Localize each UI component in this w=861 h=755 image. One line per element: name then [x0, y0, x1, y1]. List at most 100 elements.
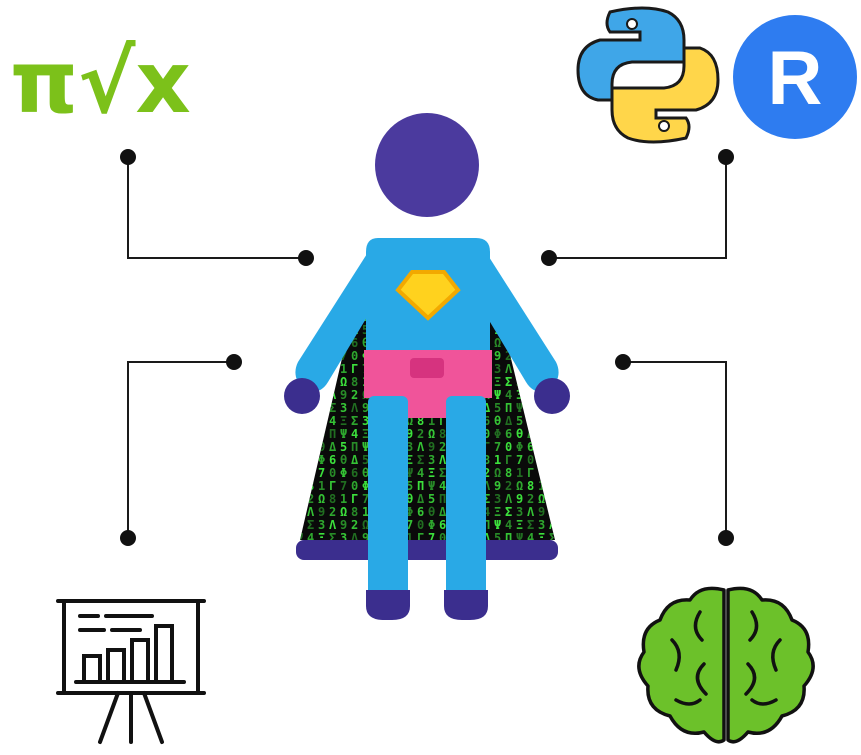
cape-glyph: 2: [417, 427, 424, 441]
cape-glyph: 8: [417, 414, 424, 428]
cape-glyph: 9: [494, 479, 501, 493]
cape-glyph: 3: [318, 518, 325, 532]
cape-glyph: Λ: [307, 505, 315, 519]
cape-glyph: Ω: [494, 466, 501, 480]
cape-glyph: Γ: [527, 466, 534, 480]
cape-glyph: Ω: [340, 505, 347, 519]
cape-glyph: θ: [296, 297, 303, 311]
cape-glyph: Ξ: [428, 466, 435, 480]
r-logo-icon: R: [733, 15, 857, 139]
hero-right-arm: [472, 246, 559, 392]
cape-glyph: 1: [494, 453, 501, 467]
connector-dot: [718, 149, 734, 165]
cape-glyph: Σ: [307, 518, 314, 532]
python-logo-icon: [576, 6, 720, 144]
connector-dot: [718, 530, 734, 546]
cape-glyph: Φ: [340, 466, 347, 480]
cape-hem: [296, 540, 558, 560]
cape-glyph: Λ: [351, 401, 359, 415]
cape-glyph: 3: [516, 375, 523, 389]
cape-glyph: Ψ: [296, 531, 303, 545]
cape-glyph: Σ: [417, 453, 424, 467]
cape-glyph: Γ: [483, 440, 490, 454]
cape-glyph: Φ: [516, 440, 523, 454]
cape-glyph: 5: [296, 414, 303, 428]
cape-glyph: 0: [527, 453, 534, 467]
cape-glyph: 8: [307, 479, 314, 493]
cape-glyph: Π: [505, 401, 512, 415]
cape-glyph: Ξ: [516, 518, 523, 532]
cape-glyph: 7: [296, 453, 303, 467]
cape-glyph: 6: [549, 453, 556, 467]
cape-glyph: 1: [318, 479, 325, 493]
cape-glyph: Δ: [505, 414, 513, 428]
cape-glyph: 4: [549, 414, 556, 428]
cape-glyph: Σ: [329, 271, 336, 285]
hero-left-arm: [295, 246, 382, 392]
cape-glyph: 2: [351, 518, 358, 532]
cape-glyph: 9: [362, 401, 369, 415]
cape-glyph: Ω: [428, 427, 435, 441]
cape-glyph: 4: [351, 427, 358, 441]
hero-right-leg: [446, 396, 486, 602]
cape-glyph: Ψ: [318, 414, 325, 428]
cape-glyph: Σ: [329, 531, 336, 545]
cape-glyph: Π: [549, 297, 556, 311]
cape-glyph: Ψ: [362, 440, 369, 454]
cape-glyph: 8: [329, 492, 336, 506]
hero-right-boot: [444, 590, 488, 620]
cape-glyph: 8: [483, 453, 490, 467]
cape-glyph: 7: [340, 479, 347, 493]
cape-glyph: 5: [494, 531, 501, 545]
cape-glyph: 5: [494, 401, 501, 415]
cape-glyph: 6: [549, 323, 556, 337]
cape-glyph: Φ: [318, 453, 325, 467]
connector-brain: [623, 361, 727, 538]
cape-glyph: 5: [538, 427, 545, 441]
connector-dot: [298, 250, 314, 266]
cape-glyph: 3: [494, 362, 501, 376]
cape-glyph: 6: [329, 453, 336, 467]
cape-glyph: 6: [351, 466, 358, 480]
cape-glyph: Γ: [351, 492, 358, 506]
cape-glyph: Ξ: [494, 375, 501, 389]
cape-glyph: 4: [329, 414, 336, 428]
cape-glyph: Π: [527, 284, 534, 298]
cape-glyph: θ: [296, 427, 303, 441]
cape-glyph: Φ: [296, 440, 303, 454]
cape-glyph: 1: [362, 505, 369, 519]
cape-glyph: 5: [362, 323, 369, 337]
cape-glyph: 3: [428, 453, 435, 467]
cape-glyph: 1: [516, 466, 523, 480]
connector-dot: [120, 149, 136, 165]
cape-glyph: Δ: [351, 453, 359, 467]
cape-glyph: 0: [439, 531, 446, 545]
superhero-figure: Ψ5θΦ71Ω93ΞΨ5θΦ71Ω93ΞΨ4ΠΔ60Γ82ΛΣ4ΠΔ60Γ82Λ…: [284, 113, 570, 620]
cape-glyph: θ: [362, 466, 369, 480]
cape-glyph: 2: [329, 505, 336, 519]
cape-glyph: Ψ: [538, 414, 545, 428]
cape-glyph: Ξ: [318, 401, 325, 415]
cape-glyph: 7: [362, 492, 369, 506]
cape-glyph: 9: [362, 531, 369, 545]
cape-glyph: 5: [516, 284, 523, 298]
cape-glyph: 0: [549, 466, 556, 480]
cape-glyph: Ω: [318, 492, 325, 506]
cape-glyph: Λ: [527, 505, 535, 519]
cape-glyph: Ω: [340, 375, 347, 389]
cape-glyph: Π: [417, 479, 424, 493]
cape-glyph: 8: [351, 375, 358, 389]
cape-glyph: 8: [527, 479, 534, 493]
cape-glyph: Ψ: [340, 427, 347, 441]
cape-glyph: Π: [505, 531, 512, 545]
cape-glyph: 2: [505, 349, 512, 363]
cape-glyph: Λ: [505, 362, 513, 376]
cape-glyph: 9: [494, 349, 501, 363]
cape-glyph: 2: [527, 492, 534, 506]
connector-dot: [120, 530, 136, 546]
connector-dot: [226, 354, 242, 370]
cape-glyph: Δ: [549, 310, 557, 324]
cape-glyph: 7: [406, 518, 413, 532]
cape-glyph: 3: [340, 531, 347, 545]
